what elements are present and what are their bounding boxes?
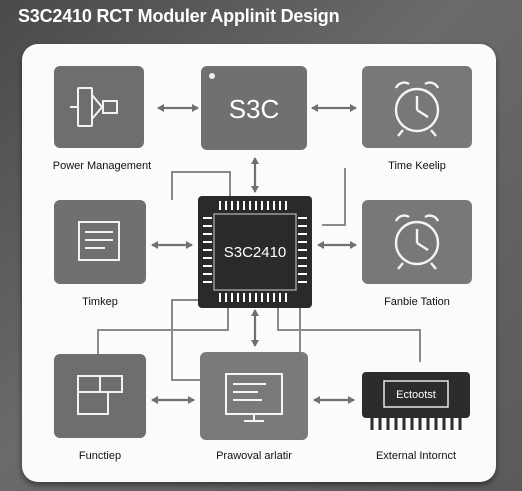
external-interconnect-chip: Ectootst	[362, 372, 470, 430]
chip-label: S3C2410	[224, 244, 287, 261]
external-chip-text: Ectootst	[396, 389, 436, 401]
wire-power-chip	[171, 171, 231, 200]
power-switch-icon	[70, 87, 118, 127]
time-keep-label: Time Keelip	[388, 160, 446, 172]
chip-pins	[203, 201, 307, 302]
chip-inner-frame	[213, 213, 297, 291]
timkep-box	[54, 200, 146, 284]
s3c-dot	[209, 73, 215, 79]
wire-functiep	[97, 308, 229, 354]
time-keep-box	[362, 66, 472, 148]
external-chip-pins	[370, 418, 462, 430]
power-management-label: Power Management	[52, 160, 152, 172]
s3c2410-chip: S3C2410	[198, 196, 312, 308]
timkep-label: Timkep	[82, 296, 118, 308]
external-chip-window	[383, 380, 449, 408]
windows-icon	[77, 375, 123, 415]
connector-lines	[97, 168, 421, 381]
alarm-clock-icon-2	[394, 214, 440, 270]
functiep-label: Functiep	[78, 450, 122, 462]
alarm-clock-icon	[394, 81, 440, 137]
page-title: S3C2410 RCT Moduler Applinit Design	[18, 6, 340, 26]
wire-chip-left-down	[171, 299, 210, 381]
s3c-box: S3C	[201, 66, 307, 150]
prawoval-box	[200, 352, 308, 440]
wire-right-upper	[322, 168, 346, 226]
wire-chip-down-right	[277, 305, 421, 362]
power-management-box	[54, 66, 144, 148]
s3c-label: S3C	[229, 94, 280, 124]
functiep-box	[54, 354, 146, 438]
fanbie-box	[362, 200, 472, 284]
prawoval-label: Prawoval arlatir	[216, 450, 292, 462]
arrows	[151, 104, 357, 404]
monitor-icon	[225, 373, 283, 422]
external-label: External Intornct	[375, 450, 457, 462]
fanbie-label: Fanbie Tation	[384, 296, 450, 308]
document-icon	[78, 221, 120, 261]
